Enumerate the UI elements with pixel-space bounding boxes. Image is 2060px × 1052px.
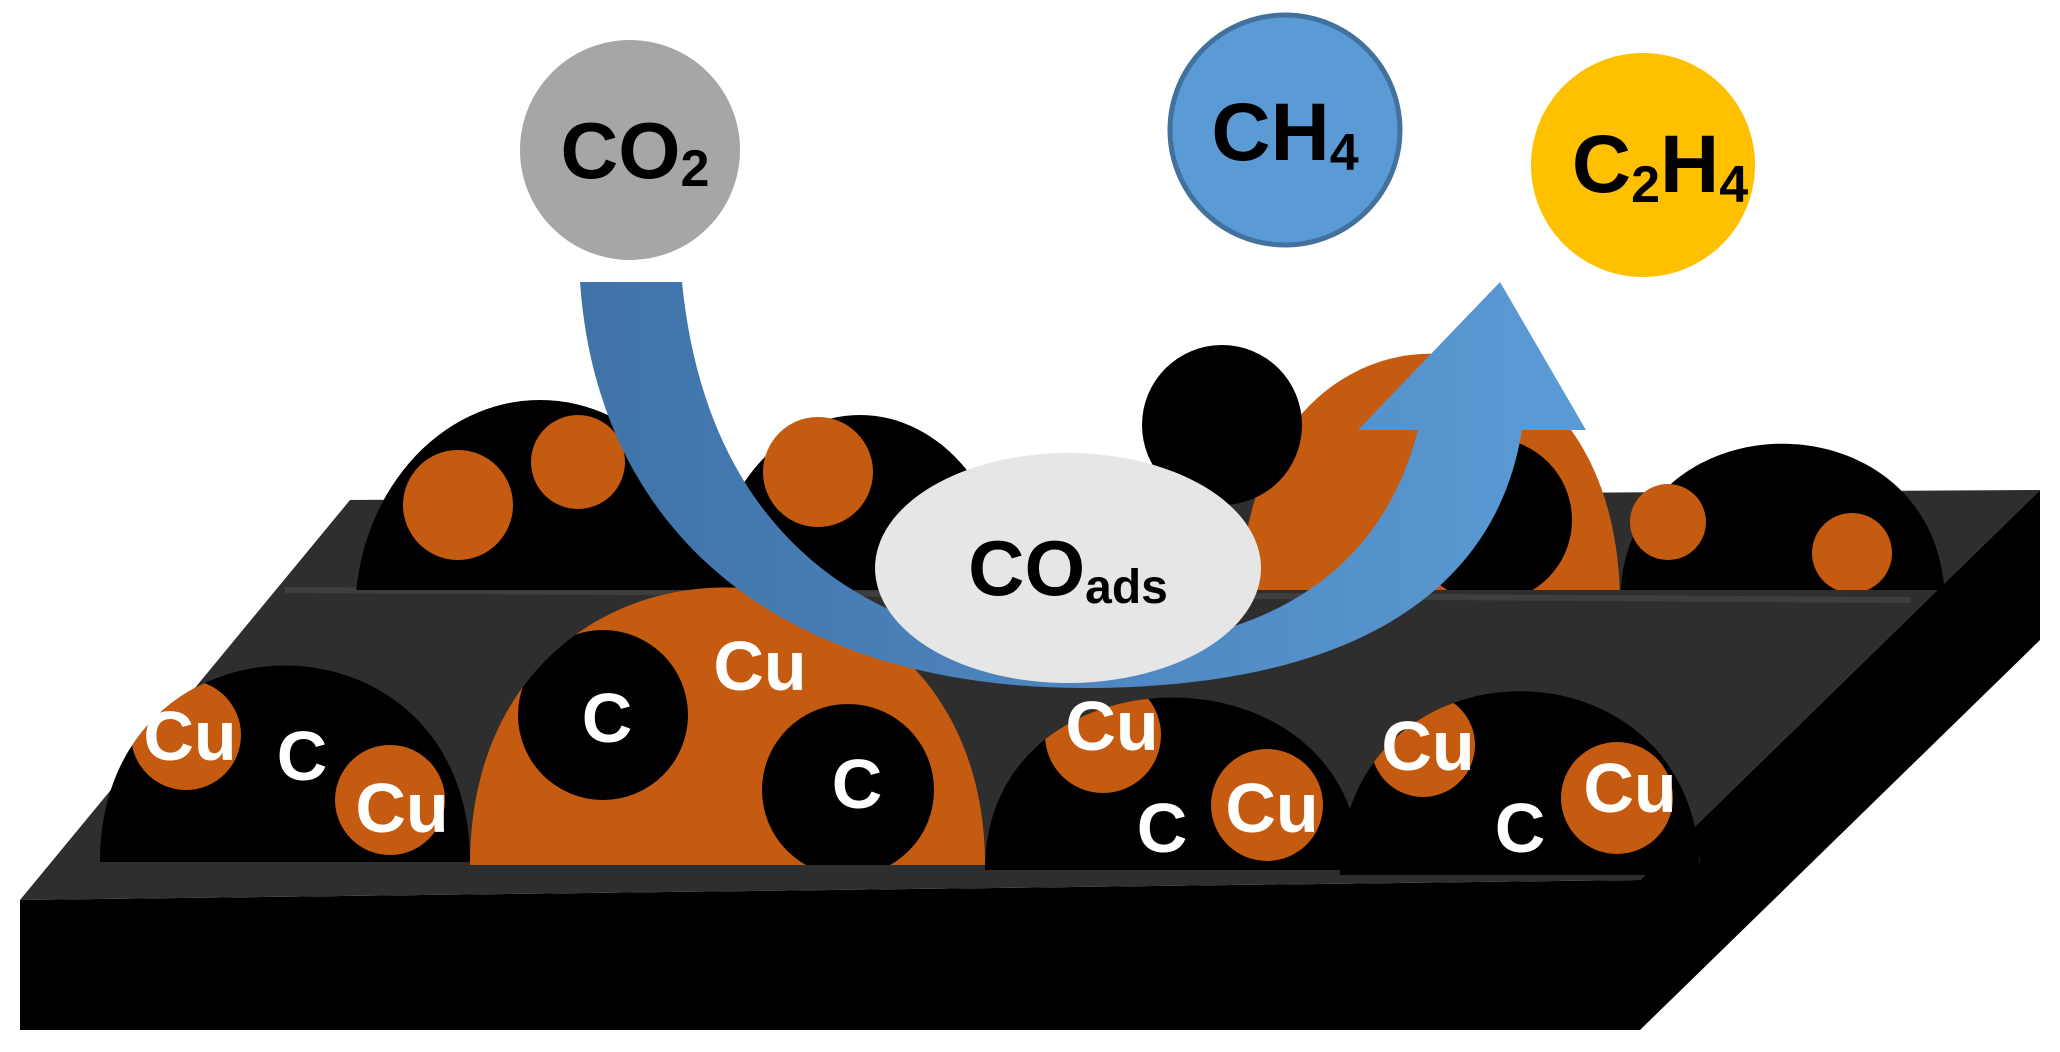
copper-particle <box>403 450 513 560</box>
reaction-arrow-body <box>580 282 1586 688</box>
c2h4-molecule <box>1531 53 1755 277</box>
copper-particle <box>1630 484 1706 560</box>
c-label: C <box>582 679 633 757</box>
c2h4-sub2: 4 <box>1719 156 1748 214</box>
c2h4-label: C2H4 <box>1572 119 1748 214</box>
front-particle-row <box>100 587 1700 875</box>
c-label: C <box>832 745 883 823</box>
c-label: C <box>1495 789 1546 867</box>
carbon-particle <box>1142 345 1302 505</box>
copper-particle <box>763 417 873 527</box>
cu-label: Cu <box>713 627 806 705</box>
particle-labels: Cu C Cu C Cu C Cu C Cu Cu C Cu <box>143 627 1676 867</box>
c2h4-base2: H <box>1660 119 1719 210</box>
cu-label: Cu <box>1381 707 1474 785</box>
cu-label: Cu <box>1583 749 1676 827</box>
copper-particle <box>1211 749 1323 861</box>
substrate-side-face <box>20 880 1640 1030</box>
co2-base: CO <box>561 106 681 195</box>
cu-label: Cu <box>355 769 448 847</box>
co2-label: CO2 <box>561 106 710 198</box>
copper-particle <box>1561 742 1673 854</box>
co-ads-sub: ads <box>1085 561 1168 614</box>
c-label: C <box>1137 789 1188 867</box>
co-ads-label: COads <box>968 524 1168 614</box>
copper-particle <box>531 415 625 509</box>
c2h4-base1: C <box>1572 119 1631 210</box>
carbon-particle <box>762 704 934 865</box>
c-label: C <box>277 717 328 795</box>
cu-label: Cu <box>1065 687 1158 765</box>
ch4-base: CH <box>1211 87 1329 178</box>
ch4-label: CH4 <box>1211 87 1358 182</box>
cu-label: Cu <box>143 697 236 775</box>
carbon-particle <box>518 630 688 800</box>
ch4-sub: 4 <box>1330 124 1359 182</box>
cu-label: Cu <box>1225 769 1318 847</box>
copper-particle <box>335 745 445 855</box>
copper-particle <box>1812 513 1892 590</box>
c2h4-sub1: 2 <box>1631 156 1660 214</box>
co2-molecule <box>520 40 740 260</box>
co2-sub: 2 <box>681 140 710 198</box>
substrate-right-face <box>1640 490 2040 1030</box>
ch4-molecule <box>1167 12 1403 248</box>
co-ads-base: CO <box>968 524 1085 612</box>
co-ads-bubble <box>875 453 1261 683</box>
